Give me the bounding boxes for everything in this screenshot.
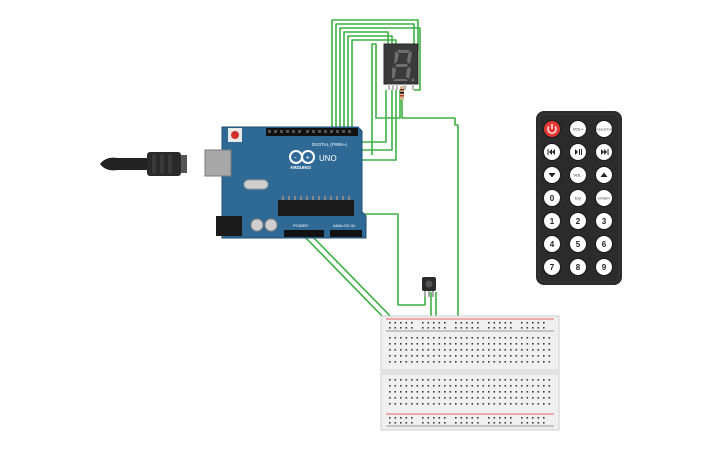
wire-d2[interactable]: [331, 19, 419, 130]
func-stop-button-label: FUNC/STOP: [595, 127, 612, 131]
digit-8-button-label: 8: [576, 263, 581, 272]
wire-ir-signal[interactable]: [360, 213, 426, 306]
segments: [392, 50, 412, 81]
seven-segment-display[interactable]: 8: [0, 0, 419, 100]
wire-seg-e[interactable]: [360, 90, 393, 151]
prev-icon: [547, 149, 555, 155]
digit-1-button[interactable]: 1: [543, 212, 561, 230]
analog-header[interactable]: [330, 230, 362, 237]
capacitor-1: [250, 218, 264, 232]
digit-3-button[interactable]: 3: [595, 212, 613, 230]
eq-button-label: EQ: [575, 195, 581, 200]
wire-seg-d[interactable]: [360, 90, 397, 161]
vol-down-button[interactable]: VOL-: [569, 166, 587, 184]
down-icon: [548, 173, 556, 178]
digital-pins: [268, 130, 351, 133]
st-rept-button[interactable]: ST/REPT: [595, 189, 613, 207]
atmega-chip: [278, 200, 354, 216]
wire-d8[interactable]: [371, 43, 401, 155]
power-icon: [547, 124, 557, 134]
next-button[interactable]: [595, 143, 613, 161]
wire-seg-c[interactable]: [360, 90, 387, 143]
down-button[interactable]: [543, 166, 561, 184]
usb-cable: [100, 152, 187, 176]
power-button[interactable]: [543, 120, 561, 138]
ir-remote[interactable]: VOL+ FUNC/STOP VOL- 0 EQ ST/REPT 1 2 3 4 5 6 7 8 9: [536, 111, 622, 285]
power-header-label: POWER: [293, 223, 308, 228]
st-rept-button-label: ST/REPT: [598, 196, 611, 200]
vol-up-button-label: VOL+: [573, 126, 584, 131]
analog-header-label: ANALOG IN: [333, 223, 355, 228]
up-button[interactable]: [595, 166, 613, 184]
digit-7-button-label: 7: [550, 263, 555, 272]
wire-d5[interactable]: [343, 31, 389, 130]
wire-5v[interactable]: [311, 235, 397, 323]
power-header[interactable]: [284, 230, 324, 237]
crystal: [243, 179, 269, 190]
digit-4-button[interactable]: 4: [543, 235, 561, 253]
arduino-model: UNO: [319, 154, 337, 163]
reset-button[interactable]: [231, 131, 239, 139]
svg-text:−: −: [294, 155, 297, 161]
usb-port: [204, 149, 232, 177]
power-jack: [216, 216, 242, 236]
arduino-brand: ARDUINO: [290, 165, 311, 170]
up-icon: [600, 172, 608, 177]
digit-3-button-label: 3: [602, 217, 607, 226]
seven-segment-value: 8: [0, 0, 1, 1]
chip-pins: [282, 196, 350, 200]
wire-d3[interactable]: [335, 23, 415, 130]
digit-9-button[interactable]: 9: [595, 258, 613, 276]
prev-button[interactable]: [543, 143, 561, 161]
seven-seg-pins: [388, 84, 414, 90]
digit-1-button-label: 1: [550, 217, 555, 226]
wire-d4[interactable]: [339, 27, 421, 130]
wire-gnd[interactable]: [303, 235, 389, 323]
wire-d6[interactable]: [347, 35, 393, 130]
next-icon: [601, 149, 609, 155]
ir-receiver[interactable]: [422, 277, 436, 297]
digit-9-button-label: 9: [602, 263, 607, 272]
resistor[interactable]: [400, 86, 404, 100]
digit-7-button[interactable]: 7: [543, 258, 561, 276]
eq-button[interactable]: EQ: [569, 189, 587, 207]
decimal-point: [411, 78, 415, 82]
digit-6-button[interactable]: 6: [595, 235, 613, 253]
wire-common[interactable]: [401, 98, 459, 322]
breadboard-holes: [389, 322, 551, 424]
digital-header-label: DIGITAL (PWM~): [312, 142, 347, 147]
playpause-icon: [575, 149, 582, 155]
digit-4-button-label: 4: [550, 240, 555, 249]
digit-8-button[interactable]: 8: [569, 258, 587, 276]
play-pause-button[interactable]: [569, 143, 587, 161]
capacitor-2: [264, 218, 278, 232]
breadboard[interactable]: [380, 315, 560, 431]
digit-6-button-label: 6: [602, 240, 607, 249]
digit-0-button-label: 0: [550, 194, 555, 203]
digit-2-button-label: 2: [576, 217, 581, 226]
wires: [303, 19, 459, 323]
digit-2-button[interactable]: 2: [569, 212, 587, 230]
vol-down-button-label: VOL-: [573, 172, 583, 177]
arduino-logo: − +: [289, 150, 315, 164]
digit-0-button[interactable]: 0: [543, 189, 561, 207]
vol-up-button[interactable]: VOL+: [569, 120, 587, 138]
svg-text:+: +: [306, 156, 310, 162]
func-stop-button[interactable]: FUNC/STOP: [595, 120, 613, 138]
arduino-uno-board[interactable]: DIGITAL (PWM~) − + ARDUINO UNO POWER ANA…: [204, 126, 367, 239]
digit-5-button-label: 5: [576, 240, 581, 249]
center-channel: [381, 369, 559, 375]
digit-5-button[interactable]: 5: [569, 235, 587, 253]
